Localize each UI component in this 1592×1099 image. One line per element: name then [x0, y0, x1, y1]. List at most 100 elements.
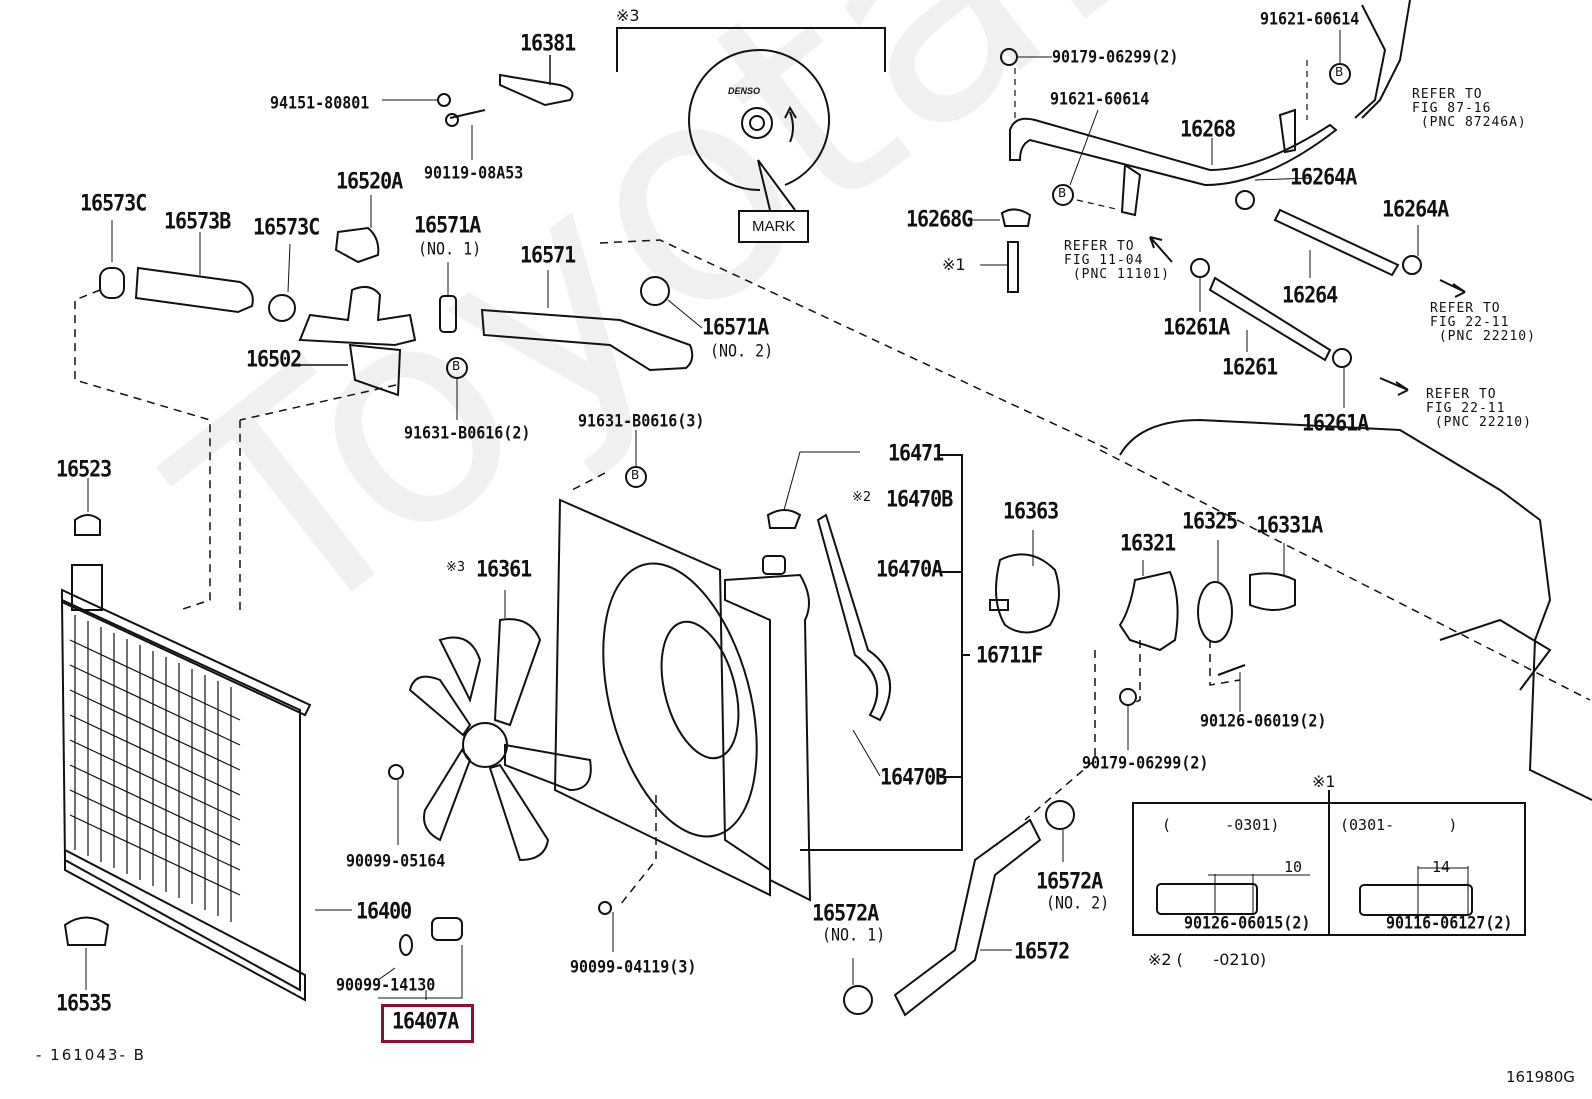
part-16321[interactable]: 16321: [1120, 529, 1176, 557]
part-91631-B0616-3[interactable]: 91631-B0616(3): [578, 411, 705, 431]
rotation-arrow-icon: [784, 105, 797, 143]
note2-label: ※2: [852, 490, 872, 505]
stud-90116-06127: [1359, 884, 1473, 916]
oring-90099-14130: [399, 934, 413, 956]
stud-90126-06019: [1217, 664, 1246, 676]
ref-arrow-22-11-b: [1379, 377, 1409, 396]
clamp-16264A-b: [1402, 255, 1422, 275]
part-16571A-no2[interactable]: 16571A: [702, 313, 769, 341]
part-16470B-bottom[interactable]: 16470B: [880, 763, 947, 791]
reference-fig-11-04[interactable]: REFER TO FIG 11-04 (PNC 11101): [1064, 239, 1170, 282]
gasket-16325: [1197, 581, 1233, 643]
part-90119-08A53[interactable]: 90119-08A53: [424, 163, 524, 183]
radiator-core-grid: [69, 615, 241, 922]
grommet-16268G: [1000, 208, 1032, 227]
part-16711F[interactable]: 16711F: [976, 641, 1043, 669]
clamp-16573C-b: [268, 294, 296, 322]
part-90179-06299-top[interactable]: 90179-06299(2): [1052, 47, 1179, 67]
hose-16264: [1273, 208, 1400, 277]
part-16535[interactable]: 16535: [56, 989, 112, 1017]
drain-plug-16407A: [431, 917, 463, 941]
inset-right-part[interactable]: 90116-06127(2): [1386, 913, 1513, 933]
part-16572A-no2[interactable]: 16572A: [1036, 867, 1103, 895]
cushion-16535: [63, 916, 110, 946]
reference-fig-22-11-a[interactable]: REFER TO FIG 22-11 (PNC 22210): [1430, 301, 1536, 344]
bracket-16381: [499, 73, 574, 107]
part-91631-B0616-2[interactable]: 91631-B0616(2): [404, 423, 531, 443]
nut-94151: [437, 93, 451, 107]
part-16520A[interactable]: 16520A: [336, 167, 403, 195]
part-16573B[interactable]: 16573B: [164, 207, 231, 235]
ref-arrow-22-11-a: [1439, 279, 1466, 298]
figure-code-left: - 161043- B: [36, 1046, 146, 1064]
part-16264A-right[interactable]: 16264A: [1382, 195, 1449, 223]
part-16523[interactable]: 16523: [56, 455, 112, 483]
stud-note1: [1007, 241, 1019, 293]
part-16325[interactable]: 16325: [1182, 507, 1238, 535]
part-94151-80801[interactable]: 94151-80801: [270, 93, 370, 113]
part-16470B-top[interactable]: 16470B: [886, 485, 953, 513]
hose-16470A: [816, 513, 892, 722]
part-16400[interactable]: 16400: [356, 897, 412, 925]
bolt-90099-04119: [598, 901, 612, 915]
note1-header: ※1: [1312, 772, 1336, 791]
part-16261[interactable]: 16261: [1222, 353, 1278, 381]
part-90099-04119[interactable]: 90099-04119(3): [570, 957, 697, 977]
part-16571[interactable]: 16571: [520, 241, 576, 269]
clamp-16571A-no1: [439, 295, 457, 333]
part-16572[interactable]: 16572: [1014, 937, 1070, 965]
part-16268G[interactable]: 16268G: [906, 205, 973, 233]
inset-right-dimension: 14: [1432, 858, 1451, 876]
inset-left-part[interactable]: 90126-06015(2): [1184, 913, 1311, 933]
engine-block-outline: [1119, 418, 1592, 801]
part-16502[interactable]: 16502: [246, 345, 302, 373]
part-91621-60614-top[interactable]: 91621-60614: [1260, 9, 1360, 29]
part-90179-06299-bottom[interactable]: 90179-06299(2): [1082, 753, 1209, 773]
highlight-frame: [381, 1004, 474, 1043]
part-16264A-top[interactable]: 16264A: [1290, 163, 1357, 191]
part-16471[interactable]: 16471: [888, 439, 944, 467]
part-90099-14130[interactable]: 90099-14130: [336, 975, 436, 995]
hose-16573B: [134, 266, 254, 314]
part-90099-05164[interactable]: 90099-05164: [346, 851, 446, 871]
part-16470A[interactable]: 16470A: [876, 555, 943, 583]
ref-arrow-11-04: [1149, 236, 1173, 263]
clamp-16261A-b: [1332, 348, 1352, 368]
clamp-16571A-no2: [640, 276, 670, 306]
note3-header: ※3: [616, 6, 640, 25]
part-16572A-no1[interactable]: 16572A: [812, 899, 879, 927]
part-16571A-no1[interactable]: 16571A: [414, 211, 481, 239]
part-16381[interactable]: 16381: [520, 29, 576, 57]
part-16573C-right[interactable]: 16573C: [253, 213, 320, 241]
clamp-16572A-no2: [1045, 800, 1075, 830]
part-16361[interactable]: 16361: [476, 555, 532, 583]
denso-disc: [688, 49, 830, 192]
inset-left-range: ( -0301): [1162, 816, 1280, 834]
bracket-16711F: [800, 454, 963, 851]
note3-label: ※3: [446, 560, 466, 575]
figure-code-right: 161980G: [1506, 1068, 1575, 1086]
outlet-16502: [298, 285, 417, 347]
part-90126-06019[interactable]: 90126-06019(2): [1200, 711, 1327, 731]
tank-cap-16471: [766, 509, 802, 529]
part-16571A-no1-sub: (NO. 1): [418, 239, 482, 259]
stud-90126-06015: [1156, 883, 1258, 915]
part-91621-60614[interactable]: 91621-60614: [1050, 89, 1150, 109]
bolt-marker-b: B: [1335, 65, 1344, 79]
note1-label: ※1: [942, 255, 966, 274]
bracket-16268-a: [1120, 163, 1142, 217]
part-16261A-top[interactable]: 16261A: [1163, 313, 1230, 341]
part-16573C-left[interactable]: 16573C: [80, 189, 147, 217]
reference-fig-87-16[interactable]: REFER TO FIG 87-16 (PNC 87246A): [1412, 87, 1527, 130]
part-16264[interactable]: 16264: [1282, 281, 1338, 309]
part-16407A[interactable]: 16407A: [392, 1007, 459, 1035]
reference-fig-22-11-b[interactable]: REFER TO FIG 22-11 (PNC 22210): [1426, 387, 1532, 430]
fan-16361: [408, 618, 592, 862]
part-16572A-no1-sub: (NO. 1): [822, 925, 886, 945]
part-16261A-bottom[interactable]: 16261A: [1302, 409, 1369, 437]
part-16268[interactable]: 16268: [1180, 115, 1236, 143]
hose-16571: [480, 308, 694, 372]
part-16363[interactable]: 16363: [1003, 497, 1059, 525]
part-16331A[interactable]: 16331A: [1256, 511, 1323, 539]
clamp-16573C: [99, 267, 125, 299]
